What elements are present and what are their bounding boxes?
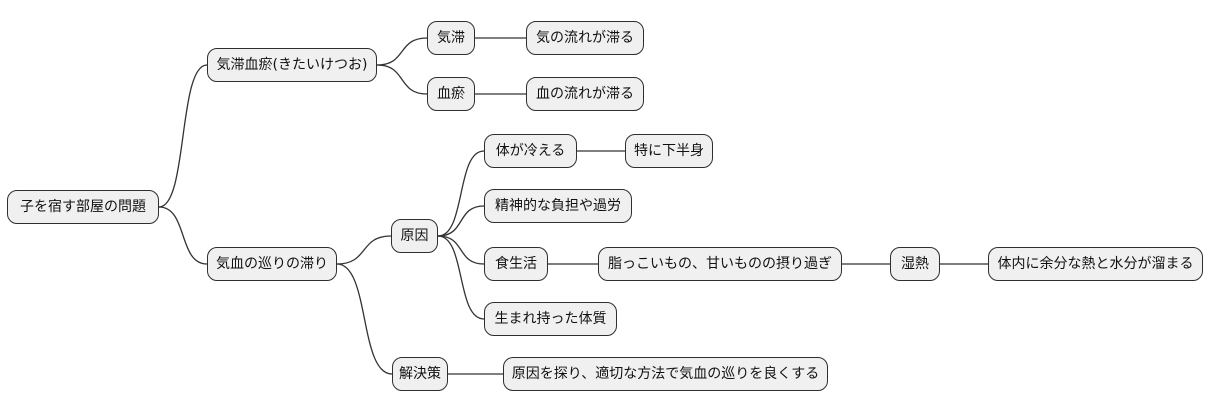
edge-genin-to-karada	[437, 150, 485, 237]
node-tainai-netsu-label: 体内に余分な熱と水分が溜まる	[997, 256, 1194, 272]
node-blood-flow[interactable]: 血の流れが滞る	[526, 77, 644, 111]
node-shitsunetsu-label: 湿熱	[901, 256, 929, 272]
node-aburakkoi[interactable]: 脂っこいもの、甘いものの摂り過ぎ	[598, 247, 842, 281]
node-shokuseikatsu[interactable]: 食生活	[484, 247, 548, 281]
node-tokuni-kahanshin-label: 特に下半身	[634, 143, 704, 159]
node-genin-label: 原因	[400, 228, 429, 244]
node-meguri[interactable]: 気血の巡りの滞り	[207, 247, 337, 281]
edge-root-to-kitaiketsuo	[158, 64, 208, 208]
node-kaiketsusaku-label: 解決策	[399, 366, 441, 382]
edge-kitaiketsuo-to-ketsuo	[376, 64, 428, 95]
node-genin[interactable]: 原因	[391, 219, 438, 253]
node-root[interactable]: 子を宿す部屋の問題	[7, 190, 159, 224]
node-ketsuo[interactable]: 血瘀	[427, 77, 475, 111]
node-tokuni-kahanshin[interactable]: 特に下半身	[625, 134, 713, 168]
node-kitaiketsuo-label: 気滞血瘀(きたいけつお)	[216, 57, 368, 73]
edge-meguri-to-genin	[336, 235, 392, 265]
node-kaiketsusaku[interactable]: 解決策	[392, 357, 448, 391]
node-shokuseikatsu-label: 食生活	[495, 256, 537, 272]
node-aburakkoi-label: 脂っこいもの、甘いものの摂り過ぎ	[608, 256, 832, 272]
node-kitaiketsuo[interactable]: 気滞血瘀(きたいけつお)	[207, 48, 377, 82]
node-tainai-netsu[interactable]: 体内に余分な熱と水分が溜まる	[988, 247, 1203, 281]
edge-root-to-meguri	[158, 206, 208, 265]
node-blood-flow-label: 血の流れが滞る	[536, 86, 634, 102]
node-genin-saguri[interactable]: 原因を探り、適切な方法で気血の巡りを良くする	[503, 357, 828, 391]
node-umaremotta-taishitsu-label: 生まれ持った体質	[494, 311, 607, 327]
edge-genin-to-shoku	[437, 235, 485, 265]
node-ki-flow[interactable]: 気の流れが滞る	[526, 21, 644, 55]
node-seishin-futan-label: 精神的な負担や過労	[495, 198, 621, 214]
node-kitai[interactable]: 気滞	[427, 21, 475, 55]
node-ketsuo-label: 血瘀	[437, 86, 465, 102]
node-shitsunetsu[interactable]: 湿熱	[890, 247, 940, 281]
edge-genin-to-seishin	[437, 205, 485, 237]
node-seishin-futan[interactable]: 精神的な負担や過労	[484, 189, 632, 223]
node-karada-hieru[interactable]: 体が冷える	[484, 134, 577, 168]
edge-meguri-to-kaiketsu	[336, 263, 393, 375]
node-genin-saguri-label: 原因を探り、適切な方法で気血の巡りを良くする	[511, 366, 820, 382]
node-umaremotta-taishitsu[interactable]: 生まれ持った体質	[484, 302, 617, 336]
edge-genin-to-umare	[437, 235, 485, 320]
node-root-label: 子を宿す部屋の問題	[20, 199, 146, 215]
node-kitai-label: 気滞	[437, 30, 465, 46]
node-ki-flow-label: 気の流れが滞る	[536, 30, 634, 46]
edge-kitaiketsuo-to-kitai	[376, 37, 428, 66]
node-meguri-label: 気血の巡りの滞り	[216, 256, 328, 272]
node-karada-hieru-label: 体が冷える	[495, 143, 566, 159]
